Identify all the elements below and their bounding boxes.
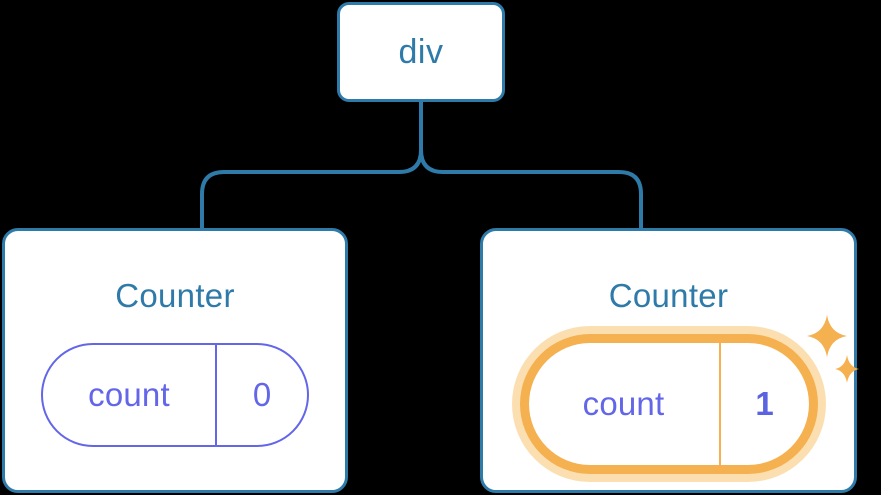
node-counter-left[interactable]: Counter count 0 xyxy=(2,228,348,493)
connector-to-left-child xyxy=(200,136,423,230)
state-key: count xyxy=(88,376,170,413)
node-root-div[interactable]: div xyxy=(337,2,505,102)
state-value: 0 xyxy=(215,345,307,445)
node-title: Counter xyxy=(608,277,729,314)
node-root-label: div xyxy=(398,33,444,71)
connector-to-right-child xyxy=(419,136,643,230)
state-pill-wrapper-highlighted: count 1 xyxy=(528,315,859,465)
node-counter-right[interactable]: Counter count 1 xyxy=(480,228,859,493)
sparkle-large-icon xyxy=(806,315,847,357)
state-value: 1 xyxy=(718,343,809,465)
state-pill-wrapper: count 0 xyxy=(41,343,309,447)
sparkle-small-icon xyxy=(834,355,859,383)
state-key: count xyxy=(582,385,665,422)
node-title: Counter xyxy=(115,277,235,314)
state-pill[interactable]: count 0 xyxy=(41,343,309,447)
sparkles-group xyxy=(806,315,859,383)
state-pill-highlighted[interactable]: count 1 xyxy=(528,343,809,465)
